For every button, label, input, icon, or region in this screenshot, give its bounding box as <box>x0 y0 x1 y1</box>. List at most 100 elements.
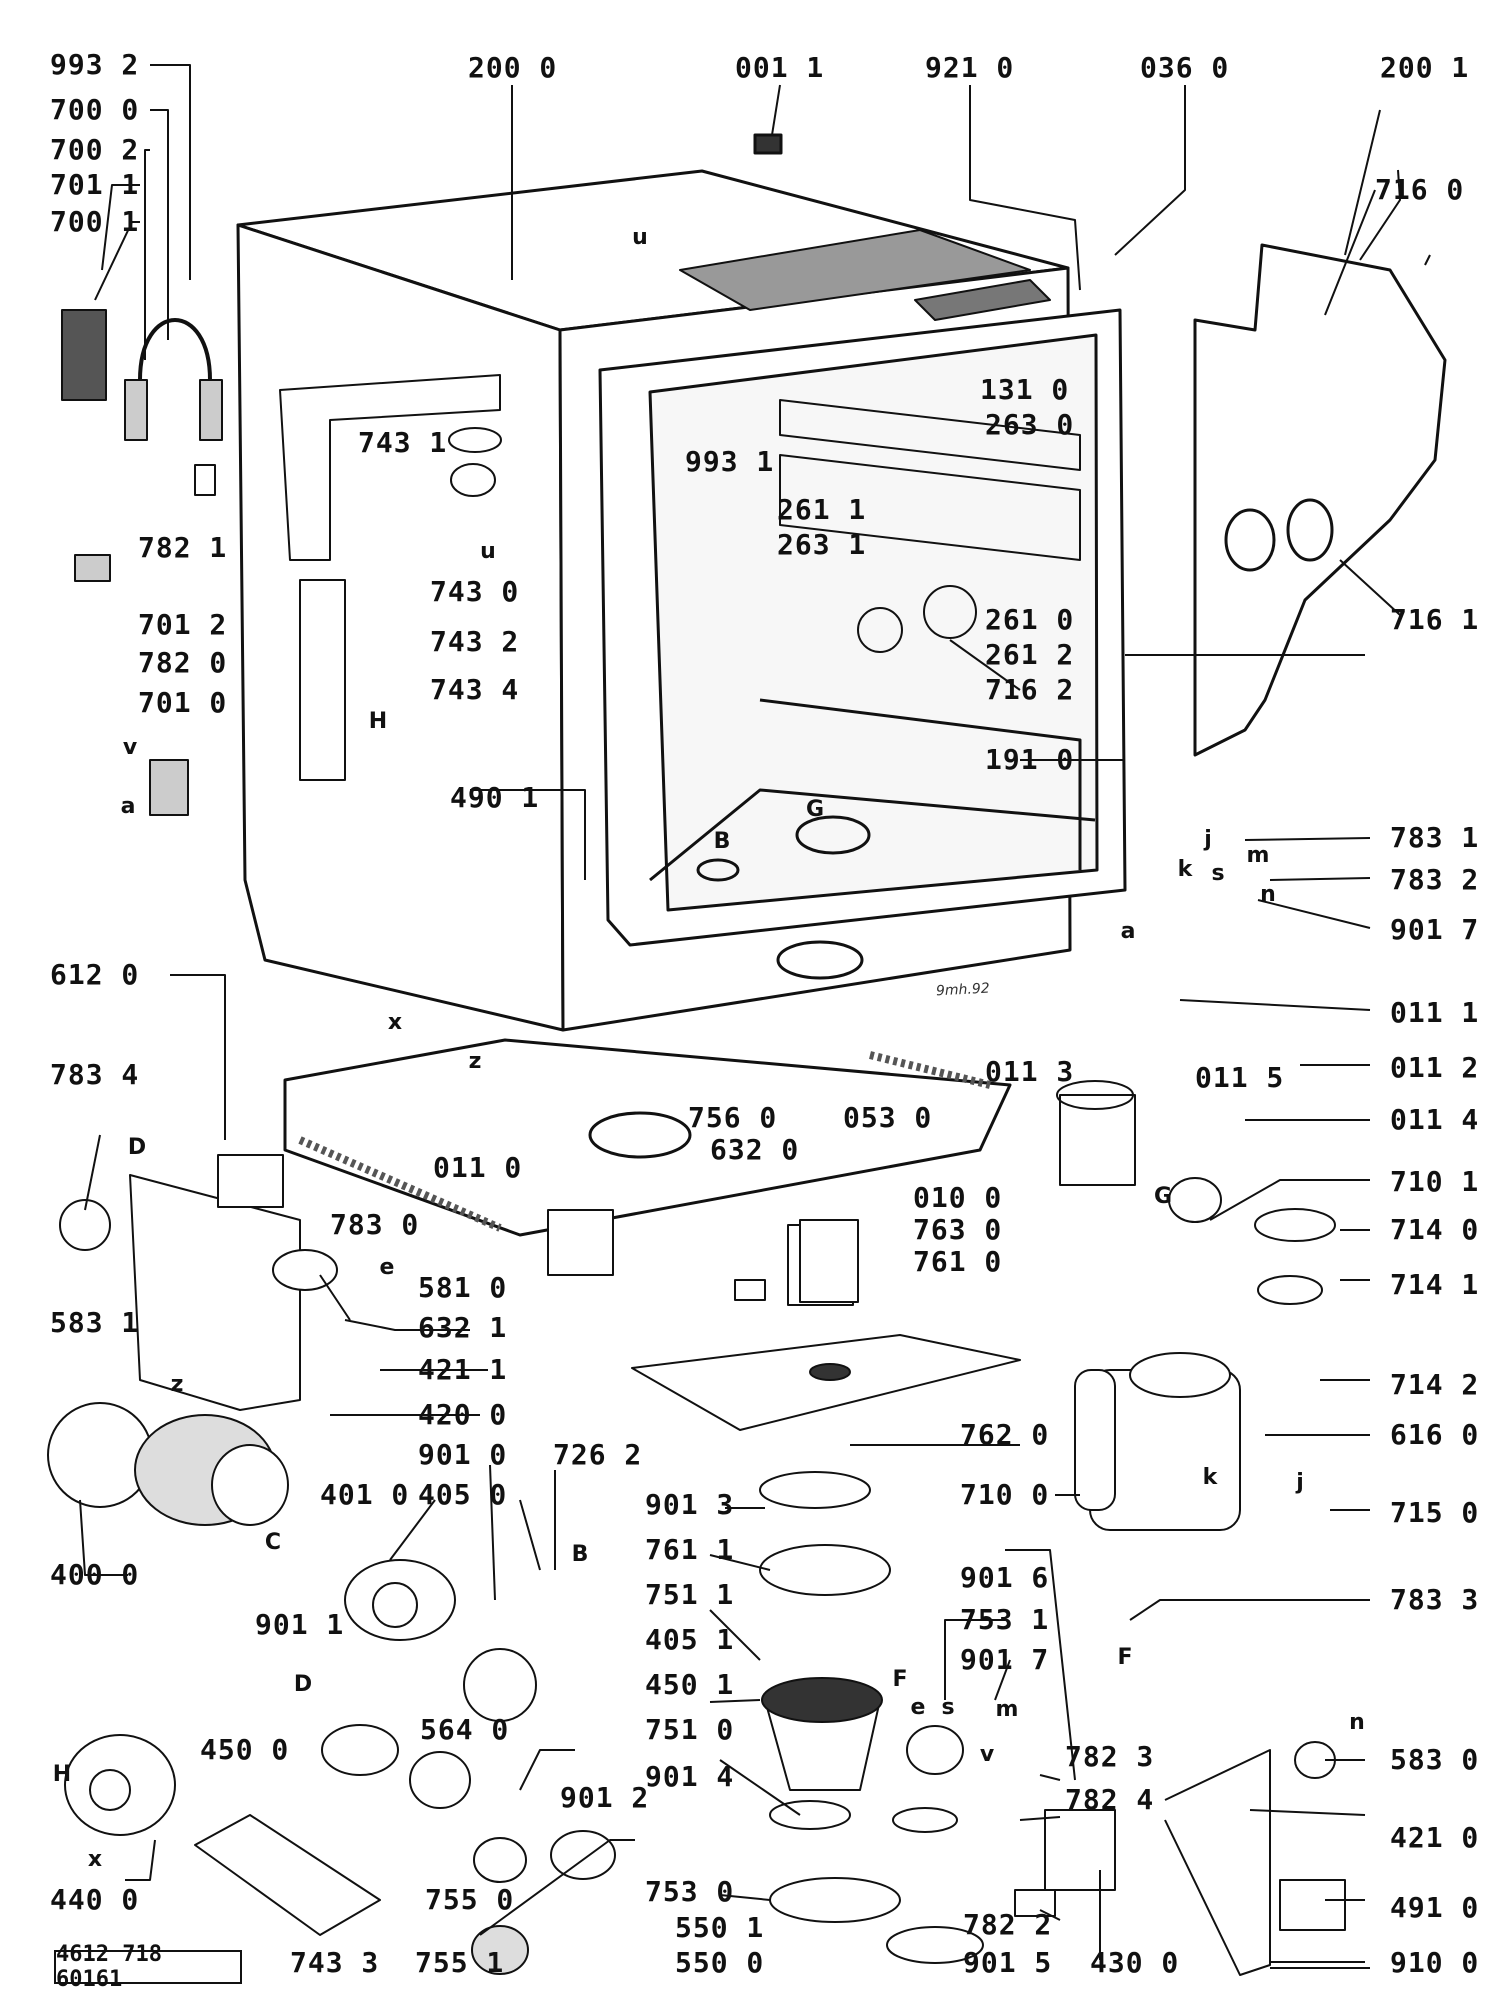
callout-743-0: 743 0 <box>430 575 520 608</box>
callout-753-0: 753 0 <box>645 1875 735 1908</box>
callout-716-2: 716 2 <box>985 673 1075 706</box>
upper-rails <box>779 399 1081 653</box>
callout-710-0: 710 0 <box>960 1478 1050 1511</box>
callout-450-1: 450 1 <box>645 1668 735 1701</box>
marker-v-left: v <box>122 735 138 760</box>
marker-s-terminal: s <box>1211 861 1225 886</box>
marker-G-tub: G <box>805 797 825 822</box>
callout-715-0: 715 0 <box>1390 1496 1480 1529</box>
callout-261-0: 261 0 <box>985 603 1075 636</box>
callout-261-1: 261 1 <box>777 493 867 526</box>
callout-761-1: 761 1 <box>645 1533 735 1566</box>
marker-z-base: z <box>468 1049 482 1074</box>
callout-564-0: 564 0 <box>420 1713 510 1746</box>
marker-D-pump: D <box>293 1672 313 1697</box>
marker-j-softener: j <box>1296 1470 1304 1495</box>
callout-421-0: 421 0 <box>1390 1821 1480 1854</box>
callout-755-0: 755 0 <box>425 1883 515 1916</box>
marker-m-terminal: m <box>1246 843 1270 868</box>
air-duct <box>279 374 502 781</box>
callout-701-0: 701 0 <box>138 686 228 719</box>
callout-490-1: 490 1 <box>450 781 540 814</box>
marker-H-blower: H <box>52 1762 72 1787</box>
callout-901-3: 901 3 <box>645 1488 735 1521</box>
callout-581-0: 581 0 <box>418 1271 508 1304</box>
marker-j-terminal: j <box>1204 827 1212 852</box>
marker-m-valve: m <box>995 1697 1019 1722</box>
marker-z-bracket: z <box>170 1372 184 1397</box>
callout-701-2: 701 2 <box>138 608 228 641</box>
callout-993-2: 993 2 <box>50 48 140 81</box>
callout-011-4: 011 4 <box>1390 1103 1480 1136</box>
callout-550-1: 550 1 <box>675 1911 765 1944</box>
marker-F-sump: F <box>892 1667 908 1692</box>
marker-k-softener: k <box>1202 1465 1218 1490</box>
callout-421-1: 421 1 <box>418 1353 508 1386</box>
marker-v-valve: v <box>979 1742 995 1767</box>
marker-B-tub: B <box>713 829 731 854</box>
callout-700-2: 700 2 <box>50 133 140 166</box>
callout-901-2: 901 2 <box>560 1781 650 1814</box>
base-plate <box>283 1038 1012 1237</box>
marker-H-duct: H <box>368 709 388 734</box>
circulation-pump <box>47 1402 616 1975</box>
callout-612-0: 612 0 <box>50 958 140 991</box>
callout-491-0: 491 0 <box>1390 1891 1480 1924</box>
callout-440-0: 440 0 <box>50 1883 140 1916</box>
sump-assembly <box>631 1224 1021 1964</box>
callout-011-3: 011 3 <box>985 1055 1075 1088</box>
callout-405-1: 405 1 <box>645 1623 735 1656</box>
marker-n-terminal: n <box>1260 882 1276 907</box>
callout-632-1: 632 1 <box>418 1311 508 1344</box>
callout-783-4: 783 4 <box>50 1058 140 1091</box>
callout-263-0: 263 0 <box>985 408 1075 441</box>
callout-921-0: 921 0 <box>925 51 1015 84</box>
marker-a-left: a <box>120 794 136 819</box>
water-softener <box>1056 1080 1336 1531</box>
marker-k-terminal: k <box>1177 857 1193 882</box>
control-bracket <box>59 1154 859 1411</box>
marker-D-left: D <box>127 1135 147 1160</box>
callout-420-0: 420 0 <box>418 1398 508 1431</box>
callout-131-0: 131 0 <box>980 373 1070 406</box>
callout-401-0: 401 0 <box>320 1478 410 1511</box>
callout-761-0: 761 0 <box>913 1245 1003 1278</box>
callout-632-0: 632 0 <box>710 1133 800 1166</box>
callout-782-0: 782 0 <box>138 646 228 679</box>
callout-751-0: 751 0 <box>645 1713 735 1746</box>
callout-714-2: 714 2 <box>1390 1368 1480 1401</box>
callout-714-0: 714 0 <box>1390 1213 1480 1246</box>
callout-901-5: 901 5 <box>963 1946 1053 1979</box>
marker-u-top: u <box>632 225 648 250</box>
callout-753-1: 753 1 <box>960 1603 1050 1636</box>
callout-583-1: 583 1 <box>50 1306 140 1339</box>
callout-755-1: 755 1 <box>415 1946 505 1979</box>
callout-783-3: 783 3 <box>1390 1583 1480 1616</box>
callout-405-0: 405 0 <box>418 1478 508 1511</box>
callout-743-3: 743 3 <box>290 1946 380 1979</box>
callout-782-3: 782 3 <box>1065 1740 1155 1773</box>
callout-200-1: 200 1 <box>1380 51 1470 84</box>
callout-583-0: 583 0 <box>1390 1743 1480 1776</box>
callout-782-1: 782 1 <box>138 531 228 564</box>
marker-a-right: a <box>1120 919 1136 944</box>
callout-036-0: 036 0 <box>1140 51 1230 84</box>
callout-901-0: 901 0 <box>418 1438 508 1471</box>
leader-lines <box>79 64 1431 1969</box>
callout-263-1: 263 1 <box>777 528 867 561</box>
marker-B-pump: B <box>571 1542 589 1567</box>
callout-743-1: 743 1 <box>358 426 448 459</box>
callout-783-1: 783 1 <box>1390 821 1480 854</box>
callout-011-5: 011 5 <box>1195 1061 1285 1094</box>
callout-763-0: 763 0 <box>913 1213 1003 1246</box>
callout-901-7-lower: 901 7 <box>960 1643 1050 1676</box>
marker-F-hose: F <box>1117 1645 1133 1670</box>
callout-726-2: 726 2 <box>553 1438 643 1471</box>
marker-x-base: x <box>387 1010 403 1035</box>
callout-714-1: 714 1 <box>1390 1268 1480 1301</box>
callout-011-0: 011 0 <box>433 1151 523 1184</box>
callout-550-0: 550 0 <box>675 1946 765 1979</box>
marker-n-bracket: n <box>1349 1710 1365 1735</box>
callout-716-1: 716 1 <box>1390 603 1480 636</box>
